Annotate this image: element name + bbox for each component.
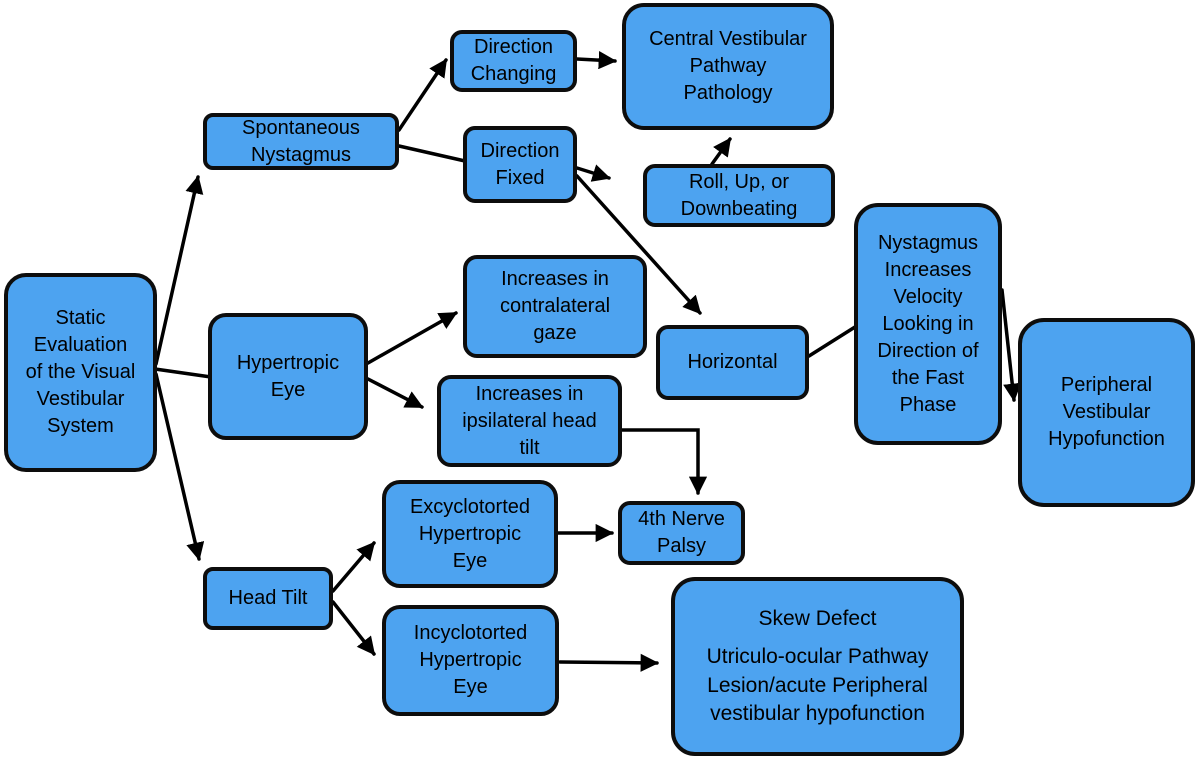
node-direction-changing: Direction Changing [450, 30, 577, 92]
edge-incyclotorted-to-skew-defect [558, 653, 659, 672]
edge-static-to-head-tilt [154, 372, 205, 561]
edge-horizontal-to-nystagmus-increases [807, 325, 857, 358]
node-excyclotorted-hypertropic-eye-label: Excyclotorted Hypertropic Eye [409, 495, 531, 572]
node-roll-up-or-downbeating: Roll, Up, or Downbeating [643, 164, 835, 227]
node-4th-nerve-palsy: 4th Nerve Palsy [618, 501, 745, 565]
edge-ipsilateral-to-4th-nerve-palsy [620, 428, 708, 495]
node-incyclotorted-hypertropic-eye: Incyclotorted Hypertropic Eye [382, 605, 559, 716]
edge-static-to-hypertropic-eye [153, 367, 213, 379]
edge-static-to-spontaneous-nystagmus [154, 175, 204, 366]
edge-head-tilt-to-excyclotorted [331, 541, 376, 593]
edge-direction-fixed-to-horizontal [575, 174, 702, 315]
node-increases-in-ipsilateral-head-tilt: Increases in ipsilateral head tilt [437, 375, 622, 467]
edge-roll-up-downbeating-to-central-vestibular [710, 137, 732, 166]
edge-direction-fixed-to-roll-up-downbeating [575, 164, 611, 182]
node-skew-defect-title: Skew Defect [758, 606, 877, 630]
node-spontaneous-nystagmus: Spontaneous Nystagmus [203, 113, 399, 170]
edge-direction-changing-to-central-vestibular [575, 51, 617, 70]
node-peripheral-vestibular-hypofunction: Peripheral Vestibular Hypofunction [1018, 318, 1195, 507]
node-peripheral-vestibular-hypofunction-label: Peripheral Vestibular Hypofunction [1048, 374, 1165, 450]
edge-head-tilt-to-incyclotorted [331, 600, 376, 656]
edge-spontaneous-to-direction-fixed [397, 144, 467, 163]
node-skew-defect: Skew Defect Utriculo-ocular Pathway Lesi… [671, 577, 964, 756]
node-nystagmus-increases-velocity-label: Nystagmus Increases Velocity Looking in … [877, 231, 979, 416]
node-head-tilt-label: Head Tilt [228, 587, 308, 609]
node-spontaneous-nystagmus-label: Spontaneous Nystagmus [242, 116, 360, 166]
node-central-vestibular-pathway-pathology: Central Vestibular Pathway Pathology [622, 3, 834, 130]
node-4th-nerve-palsy-label: 4th Nerve Palsy [638, 508, 725, 557]
node-horizontal: Horizontal [656, 325, 809, 400]
node-hypertropic-eye-label: Hypertropic Eye [236, 351, 340, 401]
node-roll-up-or-downbeating-label: Roll, Up, or Downbeating [680, 170, 798, 220]
node-direction-fixed-label: Direction Fixed [480, 139, 560, 189]
node-increases-in-contralateral-gaze-label: Increases in contralateral gaze [499, 268, 611, 344]
node-head-tilt: Head Tilt [203, 567, 333, 630]
edge-hypertropic-to-ipsilateral-head-tilt [366, 377, 424, 409]
node-direction-changing-label: Direction Changing [470, 36, 557, 85]
node-horizontal-label: Horizontal [687, 351, 778, 373]
node-incyclotorted-hypertropic-eye-label: Incyclotorted Hypertropic Eye [413, 622, 528, 698]
node-skew-defect-body: Utriculo-ocular Pathway Lesion/acute Per… [706, 645, 929, 725]
node-excyclotorted-hypertropic-eye: Excyclotorted Hypertropic Eye [382, 480, 558, 588]
edge-spontaneous-to-direction-changing [397, 58, 448, 132]
node-static-evaluation: Static Evaluation of the Visual Vestibul… [4, 273, 157, 472]
node-central-vestibular-pathway-pathology-label: Central Vestibular Pathway Pathology [649, 28, 807, 104]
edge-nystagmus-increases-to-peripheral [1000, 288, 1022, 402]
node-increases-in-contralateral-gaze: Increases in contralateral gaze [463, 255, 647, 358]
node-increases-in-ipsilateral-head-tilt-label: Increases in ipsilateral head tilt [462, 382, 597, 459]
edge-hypertropic-to-contralateral-gaze [366, 311, 458, 365]
node-nystagmus-increases-velocity: Nystagmus Increases Velocity Looking in … [854, 203, 1002, 445]
node-direction-fixed: Direction Fixed [463, 126, 577, 203]
node-hypertropic-eye: Hypertropic Eye [208, 313, 368, 440]
node-static-evaluation-label: Static Evaluation of the Visual Vestibul… [25, 307, 136, 437]
